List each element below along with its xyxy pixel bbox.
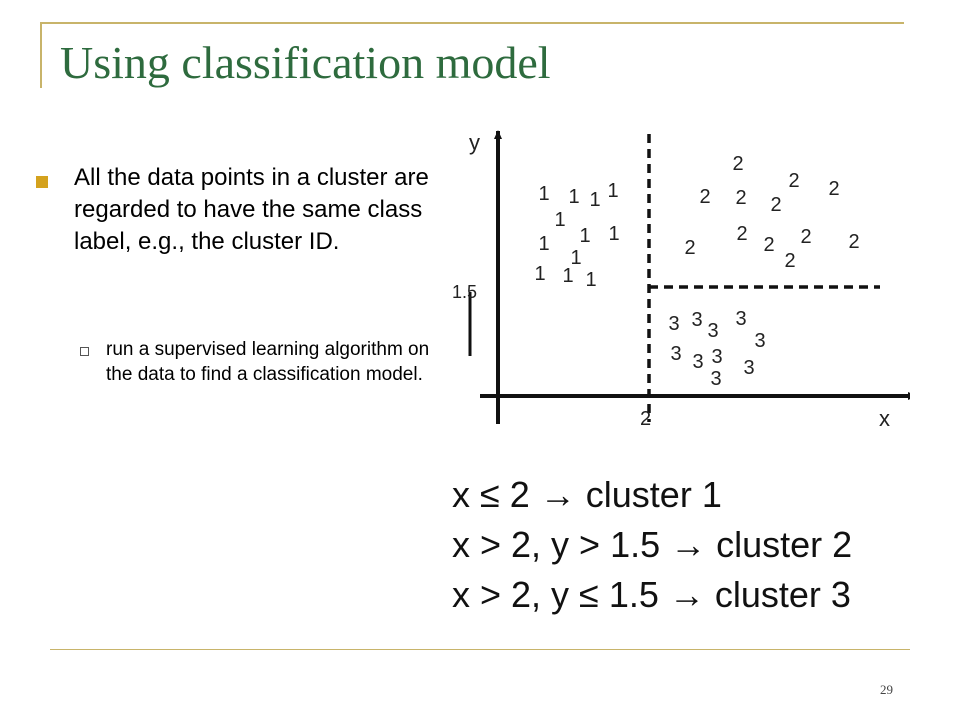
rule-cluster-1: x ≤ 2 → cluster 1 <box>452 474 722 515</box>
cluster-2-point: 2 <box>828 178 839 200</box>
slide-title: Using classification model <box>60 37 551 88</box>
cluster-3-point: 3 <box>670 343 681 365</box>
cluster-1-point: 1 <box>589 189 600 211</box>
cluster-3-point: 3 <box>668 313 679 335</box>
cluster-3-point: 3 <box>743 357 754 379</box>
y-axis-label: y <box>469 130 480 155</box>
cluster-1-point: 1 <box>562 265 573 287</box>
cluster-3-point: 3 <box>711 346 722 368</box>
cluster-1-point: 1 <box>570 247 581 269</box>
top-rule <box>40 22 904 24</box>
rule-cluster-2: x > 2, y > 1.5 → cluster 2 <box>452 524 853 565</box>
cluster-2-point: 2 <box>763 234 774 256</box>
cluster-2-point: 2 <box>699 186 710 208</box>
cluster-3-point: 3 <box>710 368 721 390</box>
left-rule <box>40 22 42 88</box>
cluster-3-point: 3 <box>707 320 718 342</box>
cluster-1-point: 1 <box>568 186 579 208</box>
cluster-2-point: 2 <box>684 237 695 259</box>
x-tick-label: 2 <box>640 408 651 430</box>
square-bullet-icon <box>36 176 48 188</box>
cluster-2-point: 2 <box>800 226 811 248</box>
cluster-3-point: 3 <box>692 351 703 373</box>
cluster-3-point: 3 <box>691 309 702 331</box>
cluster-2-point: 2 <box>735 187 746 209</box>
cluster-2-point: 2 <box>732 153 743 175</box>
cluster-1-point: 1 <box>554 209 565 231</box>
x-axis-label: x <box>879 406 890 431</box>
classification-rules: x ≤ 2 → cluster 1 x > 2, y > 1.5 → clust… <box>452 470 932 620</box>
hollow-square-bullet-icon <box>80 347 89 356</box>
cluster-2-point: 2 <box>784 250 795 272</box>
cluster-1-point: 1 <box>534 263 545 285</box>
cluster-3-point: 3 <box>735 308 746 330</box>
rule-cluster-3: x > 2, y ≤ 1.5 → cluster 3 <box>452 574 851 615</box>
cluster-1-point: 1 <box>585 269 596 291</box>
cluster-3-point: 3 <box>754 330 765 352</box>
page-number: 29 <box>880 682 893 697</box>
cluster-1-point: 1 <box>607 180 618 202</box>
cluster-2-point: 2 <box>736 223 747 245</box>
cluster-1-point: 1 <box>538 183 549 205</box>
bullet-text: All the data points in a cluster are reg… <box>74 164 429 255</box>
cluster-2-point: 2 <box>788 170 799 192</box>
cluster-1-point: 1 <box>608 223 619 245</box>
cluster-1-point: 1 <box>538 233 549 255</box>
cluster-2-point: 2 <box>770 194 781 216</box>
cluster-1-point: 1 <box>579 225 590 247</box>
y-tick-label: 1.5 <box>452 282 477 302</box>
bottom-rule <box>50 649 910 650</box>
cluster-2-point: 2 <box>848 231 859 253</box>
sub-bullet-text: run a supervised learning algorithm on t… <box>106 339 430 385</box>
